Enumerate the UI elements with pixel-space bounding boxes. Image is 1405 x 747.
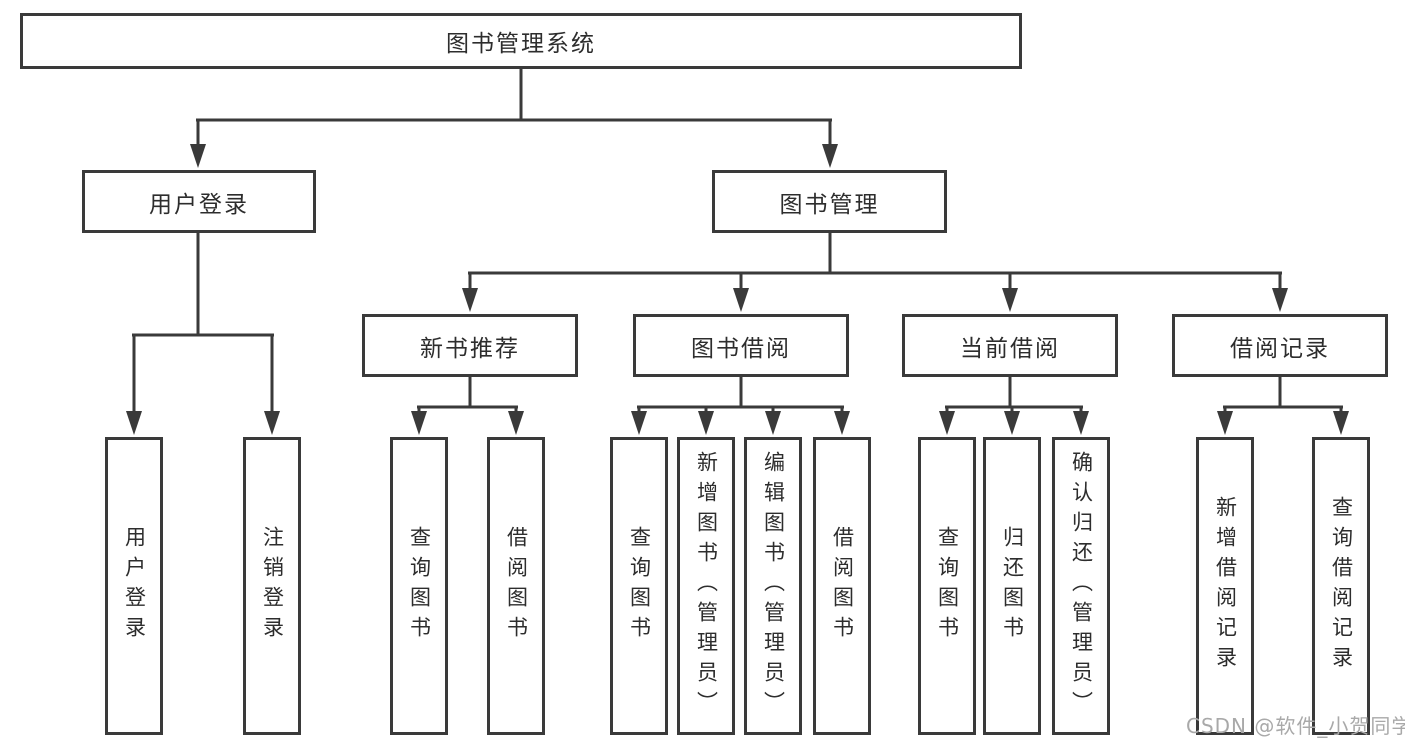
leaf-records-add: 新增借阅记录 <box>1196 437 1254 735</box>
leaf-borrow-add-admin: 新增图书（管理员） <box>677 437 735 735</box>
node-new-book-recommend: 新书推荐 <box>362 314 578 377</box>
leaf-borrow-borrow-label: 借阅图书 <box>830 526 855 646</box>
leaf-current-query: 查询图书 <box>918 437 976 735</box>
leaf-records-add-label: 新增借阅记录 <box>1213 496 1238 676</box>
node-new-book-recommend-label: 新书推荐 <box>420 335 520 362</box>
leaf-user-login-label: 用户登录 <box>122 526 147 646</box>
node-book-borrow: 图书借阅 <box>633 314 849 377</box>
leaf-logout-label: 注销登录 <box>260 526 285 646</box>
node-borrow-records: 借阅记录 <box>1172 314 1388 377</box>
leaf-borrow-edit-admin: 编辑图书（管理员） <box>744 437 802 735</box>
leaf-current-return: 归还图书 <box>983 437 1041 735</box>
leaf-current-confirm-admin: 确认归还（管理员） <box>1052 437 1110 735</box>
node-current-borrow: 当前借阅 <box>902 314 1118 377</box>
leaf-borrow-query: 查询图书 <box>610 437 668 735</box>
leaf-newbooks-borrow: 借阅图书 <box>487 437 545 735</box>
node-book-management-label: 图书管理 <box>779 191 880 218</box>
node-root-label: 图书管理系统 <box>446 31 596 57</box>
leaf-records-query-label: 查询借阅记录 <box>1329 496 1354 676</box>
node-book-borrow-label: 图书借阅 <box>691 335 791 362</box>
node-user-login: 用户登录 <box>82 170 316 233</box>
node-borrow-records-label: 借阅记录 <box>1230 335 1330 362</box>
leaf-newbooks-query-label: 查询图书 <box>407 526 432 646</box>
leaf-current-return-label: 归还图书 <box>1000 526 1025 646</box>
leaf-borrow-add-admin-label: 新增图书（管理员） <box>694 451 719 721</box>
leaf-borrow-query-label: 查询图书 <box>627 526 652 646</box>
leaf-borrow-edit-admin-label: 编辑图书（管理员） <box>761 451 786 721</box>
leaf-current-confirm-admin-label: 确认归还（管理员） <box>1069 451 1094 721</box>
leaf-records-query: 查询借阅记录 <box>1312 437 1370 735</box>
leaf-current-query-label: 查询图书 <box>935 526 960 646</box>
leaf-newbooks-borrow-label: 借阅图书 <box>504 526 529 646</box>
node-root: 图书管理系统 <box>20 13 1022 69</box>
node-user-login-label: 用户登录 <box>149 191 249 218</box>
csdn-watermark: CSDN @软件_小贺同学 <box>1186 714 1405 738</box>
node-current-borrow-label: 当前借阅 <box>960 335 1060 362</box>
leaf-user-login: 用户登录 <box>105 437 163 735</box>
leaf-newbooks-query: 查询图书 <box>390 437 448 735</box>
leaf-borrow-borrow: 借阅图书 <box>813 437 871 735</box>
leaf-logout: 注销登录 <box>243 437 301 735</box>
node-book-management: 图书管理 <box>712 170 947 233</box>
